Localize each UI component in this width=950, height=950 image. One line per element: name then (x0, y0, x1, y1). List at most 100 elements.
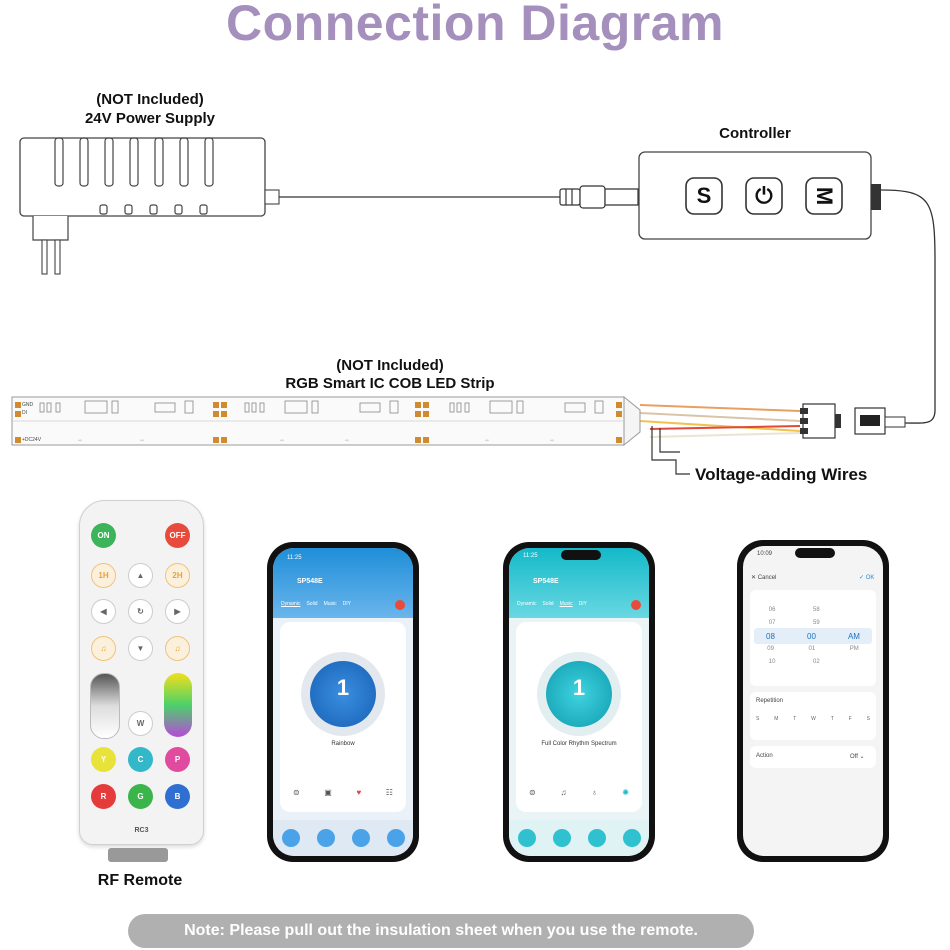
remote-prev-mode-button[interactable]: ◀ (91, 599, 116, 624)
svg-text:⇨: ⇨ (280, 438, 284, 444)
remote-speed-down-button[interactable]: ▼ (128, 636, 153, 661)
remote-brightness-slider[interactable] (90, 673, 120, 739)
remote-music-left-button[interactable]: ♫ (91, 636, 116, 661)
remote-2h-button[interactable]: 2H (165, 563, 190, 588)
jst-connector-male (854, 407, 906, 435)
svg-text:⇨: ⇨ (345, 438, 349, 444)
phone2-nav-settings-icon[interactable] (622, 829, 641, 847)
led-strip-label: (NOT Included) RGB Smart IC COB LED Stri… (230, 357, 550, 393)
phone2-bottom-bar (509, 820, 649, 856)
phone3-ok-button[interactable]: ✓ OK (859, 575, 875, 581)
phone2-shuffle-icon[interactable]: ⊜ (529, 788, 536, 797)
remote-off-button[interactable]: OFF (165, 523, 190, 548)
phone2-time: 11:25 (523, 553, 538, 559)
phone2-mode-number: 1 (572, 675, 586, 700)
phone2-mic-icon[interactable]: ♁ (591, 788, 598, 797)
controller-power-button: ⏻ (755, 183, 773, 208)
remote-cyan-button[interactable]: C (128, 747, 153, 772)
phone3-cancel-button[interactable]: ✕ Cancel (751, 575, 777, 581)
phone3-day-wed[interactable]: W (811, 716, 816, 722)
phone2-nav-scene-icon[interactable] (552, 829, 571, 847)
phone1-tab-music[interactable]: Music (323, 601, 337, 607)
controller-m-button: M (812, 186, 837, 206)
phone1-power-icon[interactable] (395, 600, 405, 610)
phone1-nav-timer-icon[interactable] (351, 829, 370, 847)
controller (638, 151, 881, 240)
phone2-tab-diy[interactable]: DIY (578, 601, 587, 607)
controller-s-button: S (696, 183, 712, 208)
phone2-nav-timer-icon[interactable] (587, 829, 606, 847)
pad-di: DI (22, 410, 27, 416)
phone2-tab-dynamic[interactable]: Dynamic (517, 601, 537, 607)
remote-music-right-button[interactable]: ♫ (165, 636, 190, 661)
phone2-note-icon[interactable]: ♫ (560, 788, 567, 797)
phone1-tab-solid[interactable]: Solid (306, 601, 318, 607)
insulation-note: Note: Please pull out the insulation she… (128, 914, 754, 948)
phone1-list-icon[interactable]: ☷ (385, 788, 393, 797)
remote-auto-button[interactable]: ↻ (128, 599, 153, 624)
phone3-day-fri[interactable]: F (848, 716, 852, 722)
phone3-day-mon[interactable]: M (774, 716, 779, 722)
pad-dc24v: +DC24V (22, 437, 42, 443)
phone1-tab-dynamic[interactable]: Dynamic (281, 601, 301, 607)
remote-blue-button[interactable]: B (165, 784, 190, 809)
phone3-day-sun[interactable]: S (756, 716, 760, 722)
phone1-tabs: Dynamic Solid Music DIY (281, 601, 411, 607)
jst-connector-female (800, 403, 841, 439)
phone1-nav-settings-icon[interactable] (386, 829, 405, 847)
remote-label: RF Remote (97, 872, 183, 889)
controller-cable (880, 189, 936, 424)
phone1-time: 11:25 (287, 555, 302, 561)
remote-white-button[interactable]: W (128, 711, 153, 736)
phone2-tabs: Dynamic Solid Music DIY (517, 601, 647, 607)
phone1-tab-diy[interactable]: DIY (342, 601, 351, 607)
diagram-title: Connection Diagram (226, 0, 724, 51)
remote-green-button[interactable]: G (128, 784, 153, 809)
phone1-nav-scene-icon[interactable] (316, 829, 335, 847)
remote-next-mode-button[interactable]: ▶ (165, 599, 190, 624)
phone3-day-sat[interactable]: S (866, 716, 870, 722)
power-supply (19, 137, 280, 275)
phone2-power-icon[interactable] (631, 600, 641, 610)
remote-speed-up-button[interactable]: ▲ (128, 563, 153, 588)
remote-yellow-button[interactable]: Y (91, 747, 116, 772)
dc-connector (559, 185, 639, 209)
phone3-action-row[interactable]: Action Off ⌄ (750, 746, 876, 768)
phone2-tab-music[interactable]: Music (559, 601, 573, 607)
phone2-actions: ⊜ ♫ ♁ ✺ (529, 788, 629, 797)
phone2-nav-light-icon[interactable] (517, 829, 536, 847)
phone2-device-name: SP548E (533, 578, 559, 585)
remote-on-button[interactable]: ON (91, 523, 116, 548)
led-strip-note: (NOT Included) (336, 357, 444, 374)
phone3-day-thu[interactable]: T (830, 716, 834, 722)
phone1-timer-icon[interactable]: ▣ (324, 788, 332, 797)
phone1-heart-icon[interactable]: ♥ (356, 788, 362, 797)
remote-purple-button[interactable]: P (165, 747, 190, 772)
remote-color-slider[interactable] (164, 673, 192, 737)
phone1-shuffle-icon[interactable]: ⊜ (293, 788, 300, 797)
pad-gnd: GND (22, 402, 34, 408)
phone1-nav-light-icon[interactable] (281, 829, 300, 847)
controller-label: Controller (719, 125, 791, 142)
phone3-time: 10:09 (757, 551, 773, 557)
wiring-diagram: ⇨⇨ ⇨⇨ ⇨⇨ (11, 137, 936, 475)
svg-text:⇨: ⇨ (78, 438, 82, 444)
phone-dynamic: 11:25 SP548E Dynamic Solid Music DIY 1 R… (267, 542, 419, 862)
power-supply-name: 24V Power Supply (84, 110, 216, 127)
led-strip: ⇨⇨ ⇨⇨ ⇨⇨ (11, 395, 641, 447)
phone3-repetition-label: Repetition (756, 698, 784, 704)
voltage-wires-label: Voltage-adding Wires (695, 465, 868, 484)
phone2-lamp-icon[interactable]: ✺ (622, 788, 629, 797)
remote-red-button[interactable]: R (91, 784, 116, 809)
strip-pad-labels: GND DI (22, 401, 33, 417)
phone3-action-value: Off ⌄ (850, 754, 865, 760)
phone2-tab-solid[interactable]: Solid (542, 601, 554, 607)
phone3-action-label: Action (756, 753, 773, 759)
remote-model: RC3 (134, 827, 149, 834)
remote-1h-button[interactable]: 1H (91, 563, 116, 588)
phone3-day-tue[interactable]: T (793, 716, 797, 722)
wires-pointer (651, 426, 690, 475)
